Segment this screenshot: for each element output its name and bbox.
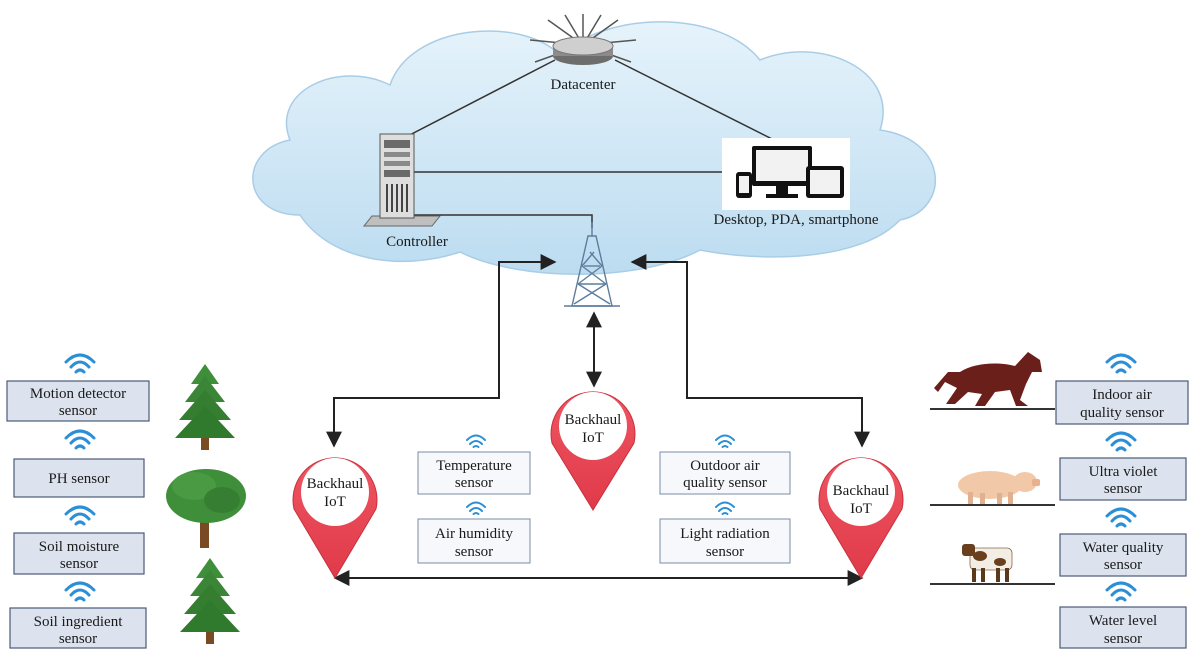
middle-sensor-1-line1: Air humidity (435, 526, 513, 542)
left-sensor-2-line2: sensor (60, 556, 98, 572)
backhaul-right-line1: Backhaul (833, 483, 890, 499)
left-sensor-1-line1: PH sensor (48, 471, 109, 487)
left-sensor-column: Motion detector sensor PH sensor Soil mo… (6, 353, 150, 649)
horse-icon (930, 352, 1055, 410)
pig-icon (930, 471, 1055, 506)
backhaul-pin-left: Backhaul IoT (292, 457, 378, 579)
wifi-icon (1105, 581, 1137, 602)
left-sensor-0-line2: sensor (59, 403, 97, 419)
middle-sensor-0-line1: Temperature (436, 458, 512, 474)
wifi-icon (1105, 507, 1137, 528)
tower-icon (564, 222, 620, 307)
left-sensor-3-line2: sensor (59, 631, 97, 647)
middle-sensor-3-line2: sensor (706, 544, 744, 560)
backhaul-center-line1: Backhaul (565, 412, 622, 428)
sensor-box-indoor-air (1055, 380, 1189, 425)
right-sensor-3-line1: Water level (1089, 613, 1157, 629)
sensor-box-soil-moisture (13, 532, 145, 575)
sensor-box-temperature (417, 451, 531, 495)
cow-icon (930, 544, 1055, 585)
sensor-box-motion (6, 380, 150, 422)
wifi-icon (1105, 353, 1137, 374)
right-sensor-column: Indoor air quality sensor Ultra violet s… (1055, 353, 1189, 649)
sensor-box-water-quality (1059, 533, 1187, 577)
backhaul-pin-center: Backhaul IoT (550, 391, 636, 511)
left-sensor-0-line1: Motion detector (30, 386, 126, 402)
tree-icon (166, 469, 246, 548)
wifi-icon (64, 505, 96, 526)
backhaul-left-line2: IoT (324, 494, 346, 510)
middle-sensor-1-line2: sensor (455, 544, 493, 560)
right-sensor-0-line2: quality sensor (1080, 405, 1164, 421)
network-arrows (326, 254, 870, 586)
router-icon (529, 14, 637, 65)
sensor-box-outdoor-air (659, 451, 791, 495)
right-sensor-2-line1: Water quality (1083, 540, 1164, 556)
tree-icon (180, 558, 240, 644)
wifi-icon (64, 581, 96, 602)
right-sensor-1-line1: Ultra violet (1089, 464, 1159, 480)
sensor-box-ph (13, 458, 145, 498)
devices-label: Desktop, PDA, smartphone (714, 212, 879, 228)
sensor-box-light-radiation (659, 518, 791, 564)
wifi-icon (466, 501, 486, 515)
wifi-icon (64, 429, 96, 450)
middle-sensor-2-line1: Outdoor air (690, 458, 760, 474)
right-sensor-0-line1: Indoor air (1092, 387, 1152, 403)
wifi-icon (466, 434, 486, 448)
wifi-icon (1105, 431, 1137, 452)
sensor-box-ultra-violet (1059, 457, 1187, 501)
left-sensor-2-line1: Soil moisture (39, 539, 120, 555)
backhaul-center-line2: IoT (582, 430, 604, 446)
left-sensor-3-line1: Soil ingredient (34, 614, 124, 630)
middle-sensor-3-line1: Light radiation (680, 526, 770, 542)
wifi-icon (715, 501, 735, 515)
tree-icon (175, 364, 235, 450)
backhaul-right-line2: IoT (850, 501, 872, 517)
backhaul-pin-right: Backhaul IoT (818, 457, 904, 579)
sensor-box-air-humidity (417, 518, 531, 564)
middle-sensor-group: Temperature sensor Air humidity sensor O… (417, 434, 791, 564)
server-icon (362, 133, 442, 227)
sensor-box-water-level (1059, 606, 1187, 649)
wifi-icon (64, 353, 96, 374)
middle-sensor-2-line2: quality sensor (683, 475, 767, 491)
sensor-box-soil-ingredient (9, 607, 147, 649)
datacenter-label: Datacenter (551, 77, 616, 93)
right-sensor-3-line2: sensor (1104, 631, 1142, 647)
devices-icon (722, 138, 850, 210)
controller-label: Controller (386, 234, 448, 250)
middle-sensor-0-line2: sensor (455, 475, 493, 491)
cloud (252, 21, 936, 275)
right-sensor-1-line2: sensor (1104, 481, 1142, 497)
backhaul-left-line1: Backhaul (307, 476, 364, 492)
wifi-icon (715, 434, 735, 448)
right-sensor-2-line2: sensor (1104, 557, 1142, 573)
